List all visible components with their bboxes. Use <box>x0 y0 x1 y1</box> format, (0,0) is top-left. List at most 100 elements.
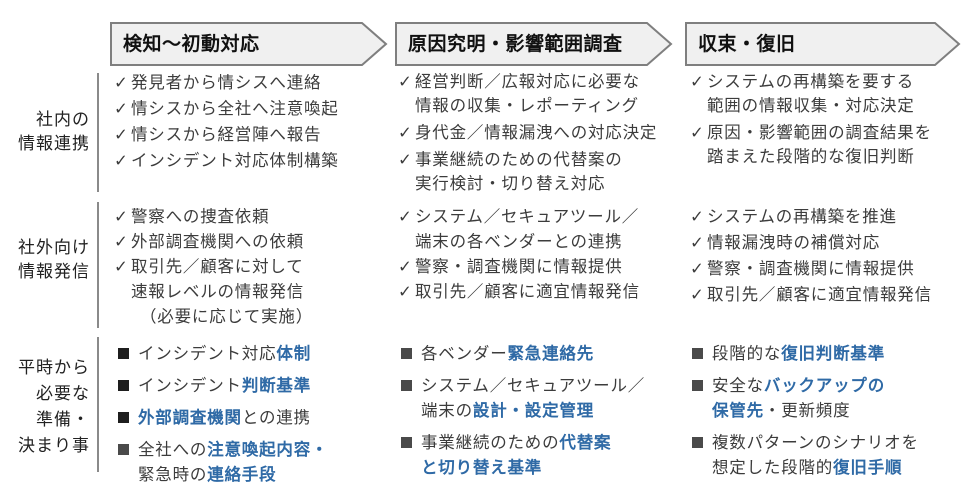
column-header-recovery: 収束・復旧 <box>685 22 963 66</box>
list-item: 段階的な復旧判断基準 <box>692 341 919 366</box>
list-item: 外部調査機関との連携 <box>118 405 328 430</box>
row-separator-external <box>97 202 99 328</box>
row-separator-internal <box>97 73 99 192</box>
list-item: ✓身代金／情報漏洩への対応決定 <box>398 121 657 145</box>
item-text: インシデント対応 <box>138 344 277 363</box>
list-item: ✓システムの再構築を要する <box>690 70 932 94</box>
check-icon: ✓ <box>398 123 413 142</box>
list-item: ✓警察・調査機関に情報提供 <box>690 256 932 282</box>
item-text: 取引先／顧客に対して <box>131 257 304 276</box>
item-text-highlight: 代替案 <box>559 433 612 452</box>
check-icon: ✓ <box>690 285 705 304</box>
list-item-continuation: 端末の各ベンダーとの連携 <box>415 232 623 251</box>
square-bullet-icon <box>118 412 129 423</box>
list-item: ✓経営判断／広報対応に必要な <box>398 70 657 94</box>
list-item-continuation: 踏まえた段階的な復旧判断 <box>707 147 915 166</box>
item-text: 取引先／顧客に適宜情報発信 <box>707 285 932 304</box>
column-header-detection: 検知〜初動対応 <box>110 22 388 66</box>
item-text: 安全な <box>712 376 764 395</box>
square-bullet-icon <box>401 437 412 448</box>
square-bullet-icon <box>118 348 129 359</box>
row-label-preparation: 平時から 必要な 準備・ 決まり事 <box>0 355 90 459</box>
check-icon: ✓ <box>690 207 705 226</box>
list-item-continuation: 速報レベルの情報発信 <box>131 282 304 301</box>
item-text: 警察・調査機関に情報提供 <box>707 259 915 278</box>
square-bullet-icon <box>692 348 703 359</box>
list-item: ✓インシデント対応体制構築 <box>114 148 339 174</box>
check-icon: ✓ <box>114 207 129 226</box>
item-text: 情シスから経営陣へ報告 <box>131 125 322 144</box>
check-icon: ✓ <box>114 151 129 170</box>
check-icon: ✓ <box>398 282 413 301</box>
square-bullet-icon <box>692 380 703 391</box>
list-item-continuation: 範囲の情報収集・対応決定 <box>707 96 915 115</box>
list-item: 全社への注意喚起内容・ <box>118 437 328 462</box>
cell-external-investigation: ✓システム／セキュアツール／ 端末の各ベンダーとの連携 ✓警察・調査機関に情報提… <box>398 204 640 304</box>
square-bullet-icon <box>118 444 129 455</box>
check-icon: ✓ <box>398 150 413 169</box>
list-item: 安全なバックアップの <box>692 373 919 398</box>
item-text-highlight: 体制 <box>276 344 312 363</box>
row-label-line: 情報発信 <box>18 262 90 282</box>
square-bullet-icon <box>692 437 703 448</box>
list-item: ✓システム／セキュアツール／ <box>398 204 640 229</box>
item-text-highlight: 保管先 <box>712 401 764 420</box>
item-text-highlight: 外部調査機関 <box>138 408 242 427</box>
list-item: ✓原因・影響範囲の調査結果を <box>690 121 932 145</box>
list-item: インシデント対応体制 <box>118 341 328 366</box>
row-label-line: 平時から <box>18 358 90 378</box>
item-text: 取引先／顧客に適宜情報発信 <box>415 282 640 301</box>
column-title: 収束・復旧 <box>698 33 796 55</box>
item-text: 警察への捜査依頼 <box>131 207 270 226</box>
list-item-continuation: （必要に応じて実施） <box>140 307 313 326</box>
item-text: 複数パターンのシナリオを <box>712 433 919 452</box>
item-text-highlight: バックアップの <box>763 376 886 395</box>
list-item: ✓情シスから全社へ注意喚起 <box>114 96 339 122</box>
item-text: 身代金／情報漏洩への対応決定 <box>415 123 658 142</box>
list-item: ✓取引先／顧客に対して <box>114 254 313 279</box>
item-text: 経営判断／広報対応に必要な <box>415 72 640 91</box>
item-text-highlight: 連絡手段 <box>207 465 277 484</box>
cell-preparation-detection: インシデント対応体制 インシデント判断基準 外部調査機関との連携 全社への注意喚… <box>118 341 328 494</box>
cell-external-recovery: ✓システムの再構築を推進 ✓情報漏洩時の補償対応 ✓警察・調査機関に情報提供 ✓… <box>690 204 932 308</box>
item-text: 事業継続のための代替案の <box>415 150 623 169</box>
item-text: 各ベンダー <box>421 344 508 363</box>
list-item: ✓情シスから経営陣へ報告 <box>114 122 339 148</box>
list-item-continuation: 想定した段階的復旧手順 <box>692 455 919 480</box>
column-title: 検知〜初動対応 <box>123 33 260 55</box>
square-bullet-icon <box>401 348 412 359</box>
item-text: 緊急時の <box>138 465 208 484</box>
check-icon: ✓ <box>690 123 705 142</box>
row-label-line: 準備・ <box>36 410 90 430</box>
list-item: ✓発見者から情シスへ連絡 <box>114 70 339 96</box>
cell-external-detection: ✓警察への捜査依頼 ✓外部調査機関への依頼 ✓取引先／顧客に対して 速報レベルの… <box>114 204 313 329</box>
item-text: 事業継続のための <box>421 433 560 452</box>
row-label-internal: 社内の 情報連携 <box>0 108 90 156</box>
item-text-highlight: 設計・設定管理 <box>472 401 595 420</box>
item-text: システム／セキュアツール／ <box>421 376 646 395</box>
column-header-investigation: 原因究明・影響範囲調査 <box>395 22 673 66</box>
list-item: 各ベンダー緊急連絡先 <box>401 341 645 366</box>
item-text-highlight: 判断基準 <box>241 376 312 395</box>
item-text: 警察・調査機関に情報提供 <box>415 257 623 276</box>
row-label-line: 必要な <box>36 384 90 404</box>
list-item: ✓警察への捜査依頼 <box>114 204 313 229</box>
list-item-continuation: 緊急時の連絡手段 <box>118 462 328 487</box>
check-icon: ✓ <box>690 233 705 252</box>
list-item-continuation: と切り替え基準 <box>401 455 645 480</box>
item-text-highlight: 注意喚起内容・ <box>207 440 329 459</box>
item-text: システムの再構築を要する <box>707 72 915 91</box>
check-icon: ✓ <box>690 72 705 91</box>
list-item: ✓外部調査機関への依頼 <box>114 229 313 254</box>
item-text: インシデント対応体制構築 <box>131 151 339 170</box>
item-text: 情シスから全社へ注意喚起 <box>131 99 339 118</box>
square-bullet-icon <box>401 380 412 391</box>
list-item: ✓事業継続のための代替案の <box>398 148 657 172</box>
list-item: システム／セキュアツール／ <box>401 373 645 398</box>
cell-preparation-recovery: 段階的な復旧判断基準 安全なバックアップの 保管先・更新頻度 複数パターンのシナ… <box>692 341 919 487</box>
item-text: 外部調査機関への依頼 <box>131 232 304 251</box>
item-text-highlight: と切り替え基準 <box>421 458 543 477</box>
list-item: ✓取引先／顧客に適宜情報発信 <box>690 282 932 308</box>
cell-internal-detection: ✓発見者から情シスへ連絡 ✓情シスから全社へ注意喚起 ✓情シスから経営陣へ報告 … <box>114 70 339 174</box>
item-text-highlight: 復旧手順 <box>833 458 903 477</box>
